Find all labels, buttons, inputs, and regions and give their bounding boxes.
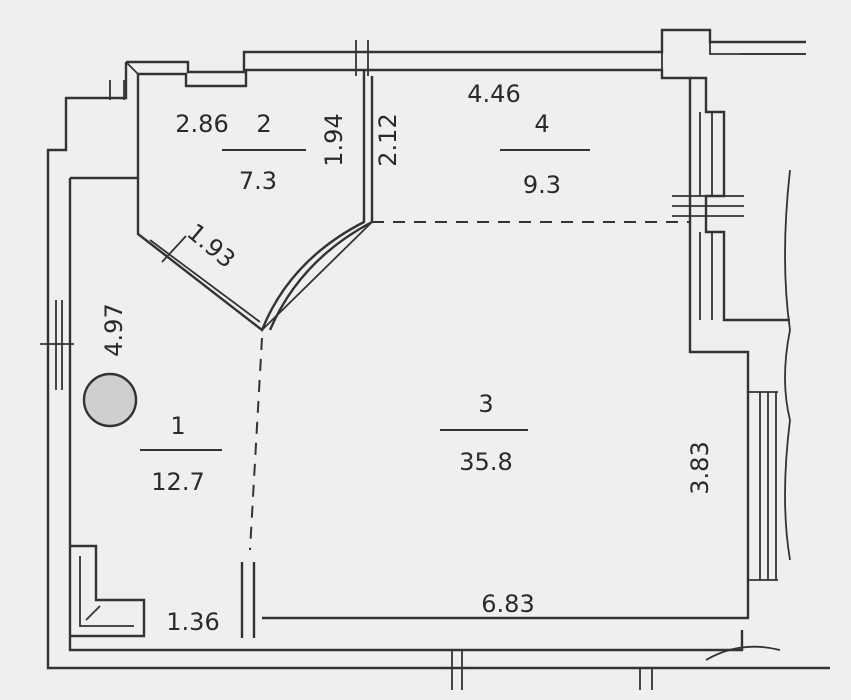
- dim-room3-bottom: 6.83: [481, 590, 534, 618]
- room-1-label: 1 12.7: [140, 412, 222, 496]
- room-1-area: 12.7: [151, 468, 204, 496]
- room-3-area: 35.8: [459, 448, 512, 476]
- room-3-label: 3 35.8: [440, 390, 528, 476]
- dim-room2-diagonal: 1.93: [182, 218, 241, 274]
- bottom-wall-openings: [440, 645, 781, 690]
- dim-room1-bottom: 1.36: [166, 608, 219, 636]
- dim-room2-width: 2.86: [175, 110, 228, 138]
- outer-walls: [46, 28, 830, 670]
- room-4-area: 9.3: [523, 171, 561, 199]
- boundary-room1-room3: [249, 337, 263, 551]
- utility-riser: [82, 372, 138, 428]
- dim-room2-height: 1.94: [320, 113, 348, 166]
- dim-room3-right: 3.83: [686, 441, 714, 494]
- room-3-number: 3: [478, 390, 493, 418]
- room-1-number: 1: [170, 412, 185, 440]
- room-4-number: 4: [534, 110, 549, 138]
- dim-room1-height: 4.97: [100, 303, 128, 356]
- room-4-label: 4 9.3: [500, 110, 590, 199]
- room-2-number: 2: [256, 110, 271, 138]
- room-1-fixtures: [70, 544, 256, 638]
- dim-room4-height: 2.12: [374, 113, 402, 166]
- room-2-label: 2 7.3: [222, 110, 306, 195]
- dim-room4-width: 4.46: [467, 80, 520, 108]
- room-2-partitions: [136, 70, 374, 332]
- left-wall-window: [40, 300, 74, 390]
- room-2-area: 7.3: [239, 167, 277, 195]
- right-wall-openings: [672, 76, 791, 581]
